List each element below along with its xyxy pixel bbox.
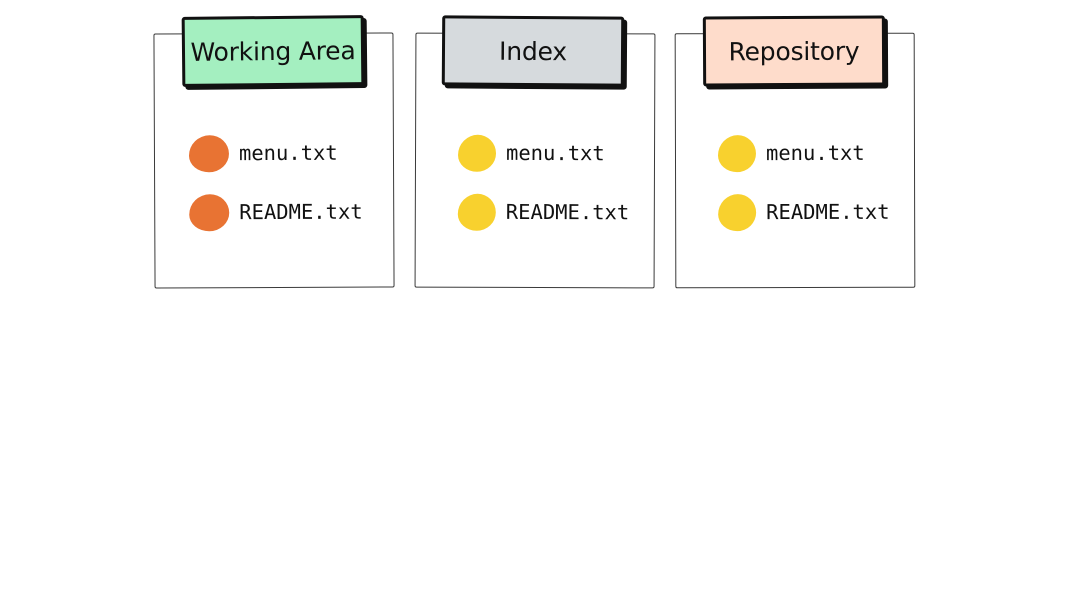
list-item: menu.txt [457, 134, 630, 173]
unmodified-status-dot-icon [457, 134, 497, 172]
working-area-label: Working Area [181, 15, 365, 87]
unmodified-status-dot-icon [718, 193, 757, 231]
list-item: menu.txt [717, 134, 890, 172]
modified-status-dot-icon [188, 134, 230, 172]
index-label: Index [441, 15, 625, 87]
unmodified-status-dot-icon [457, 193, 496, 231]
file-list: menu.txt README.txt [717, 134, 890, 252]
file-list: menu.txt README.txt [457, 134, 630, 253]
unmodified-status-dot-icon [717, 134, 757, 172]
file-name: menu.txt [765, 140, 865, 166]
file-name: README.txt [505, 199, 630, 225]
list-item: README.txt [457, 193, 630, 232]
file-name: README.txt [239, 199, 363, 225]
list-item: README.txt [189, 193, 363, 232]
list-item: README.txt [718, 193, 890, 231]
modified-status-dot-icon [189, 193, 230, 231]
file-list: menu.txt README.txt [188, 134, 363, 253]
file-name: menu.txt [238, 140, 338, 166]
file-name: README.txt [766, 199, 890, 225]
list-item: menu.txt [188, 134, 363, 173]
repository-label: Repository [702, 15, 886, 87]
file-name: menu.txt [505, 140, 605, 166]
